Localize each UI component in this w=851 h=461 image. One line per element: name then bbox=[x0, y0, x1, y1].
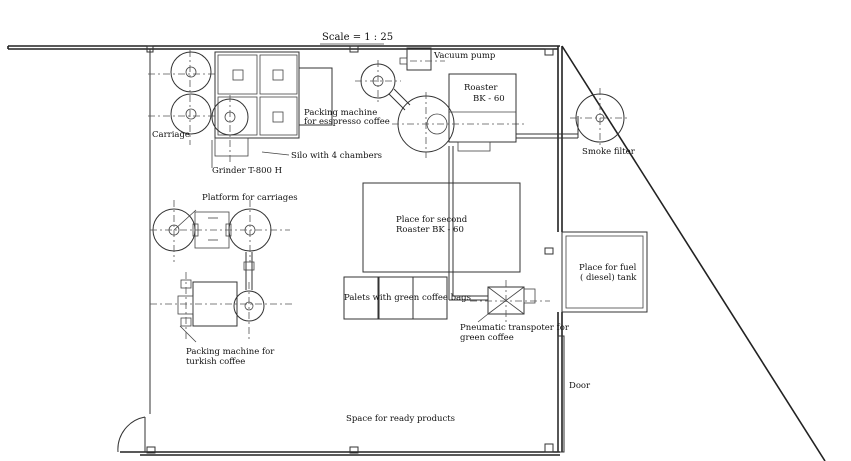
door-right bbox=[557, 335, 565, 453]
packing-turkish-label-1: Packing machine for bbox=[186, 347, 275, 357]
fuel-tank-label-2: ( diesel) tank bbox=[580, 272, 637, 283]
carriage-track bbox=[243, 252, 255, 290]
smoke-duct bbox=[516, 116, 579, 139]
door-left bbox=[117, 416, 146, 453]
carriage-label: Carriage bbox=[152, 130, 190, 140]
roaster-drum bbox=[392, 92, 527, 158]
roaster-cyclone bbox=[355, 60, 411, 111]
packing-espresso-label-2: for esspresso coffee bbox=[304, 117, 390, 127]
second-roaster-label-1: Place for second bbox=[396, 215, 468, 225]
grinder bbox=[211, 95, 249, 162]
pneumatic-label-1: Pneumatic transpoter for bbox=[460, 323, 570, 333]
vacuum-pump bbox=[399, 47, 445, 71]
pneumatic-label-2: green coffee bbox=[460, 333, 514, 343]
palets-label: Palets with green coffee bags bbox=[344, 293, 471, 303]
second-roaster-area bbox=[362, 182, 521, 273]
door-label: Door bbox=[569, 381, 591, 391]
packing-turkish bbox=[150, 272, 292, 343]
pneumatic-transporter bbox=[470, 280, 550, 322]
grinder-label: Grinder T-800 H bbox=[212, 166, 282, 176]
columns bbox=[146, 45, 554, 454]
second-roaster-label-2: Roaster BK - 60 bbox=[396, 225, 464, 235]
carriage-group-top bbox=[148, 50, 215, 145]
platform-label: Platform for carriages bbox=[202, 193, 298, 203]
silo bbox=[214, 51, 300, 157]
fuel-tank-label-1: Place for fuel bbox=[579, 263, 637, 273]
pneumatic-pipe bbox=[448, 146, 488, 301]
smoke-filter bbox=[570, 88, 630, 148]
fuel-tank-area bbox=[561, 231, 648, 313]
packing-espresso bbox=[298, 67, 333, 126]
roaster-label: Roaster bbox=[464, 83, 498, 93]
scale-label: Scale = 1 : 25 bbox=[322, 32, 393, 43]
smoke-filter-label: Smoke filter bbox=[582, 147, 636, 157]
roaster-body bbox=[448, 73, 517, 152]
vacuum-pump-label: Vacuum pump bbox=[433, 51, 496, 61]
ready-products-label: Space for ready products bbox=[346, 414, 455, 424]
building-walls bbox=[7, 45, 826, 461]
palets bbox=[343, 276, 448, 320]
silo-label: Silo with 4 chambers bbox=[291, 151, 382, 161]
platform-carriages bbox=[150, 200, 290, 262]
packing-espresso-label-1: Packing machine bbox=[304, 108, 377, 118]
packing-turkish-label-2: turkish coffee bbox=[186, 357, 245, 367]
roaster-model-label: BK - 60 bbox=[473, 94, 505, 104]
